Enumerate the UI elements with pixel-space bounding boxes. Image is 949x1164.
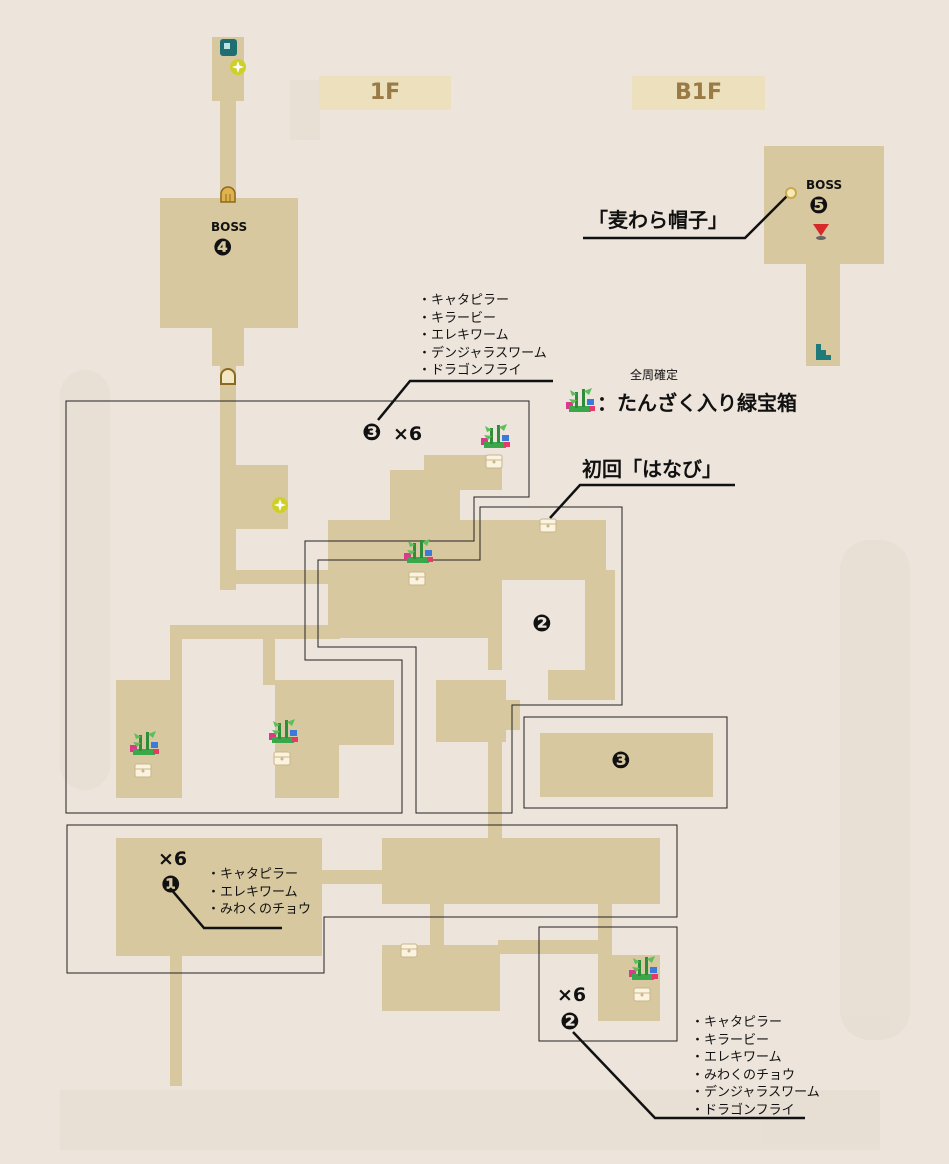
save-point-icon[interactable] — [220, 39, 237, 56]
marker-4: ❹ — [213, 235, 233, 261]
boss-label-4: BOSS — [211, 220, 248, 234]
monster-item: ・キャタピラー — [207, 867, 299, 882]
monster-item: ・エレキワーム — [418, 328, 509, 344]
monster-item: ・ドラゴンフライ — [691, 1102, 795, 1118]
door-icon[interactable] — [220, 186, 236, 203]
monster-item: ・みわくのチョウ — [207, 902, 312, 918]
legend-text: ：たんざく入り緑宝箱 — [597, 391, 797, 415]
legend-note: 全周確定 — [630, 368, 679, 382]
hanabi-callout: 初回「はなび」 — [582, 457, 722, 481]
treasure-chest-icon[interactable] — [485, 454, 503, 469]
multiplier-group3: ×6 — [393, 423, 423, 445]
treasure-chest-icon[interactable] — [633, 987, 651, 1002]
treasure-chest-icon[interactable] — [539, 518, 557, 533]
area-outlines — [65, 400, 728, 1042]
sparkle-icon[interactable] — [230, 59, 246, 75]
marker-5: ❺ — [809, 193, 829, 219]
monster-list-group2: ・キャタピラー ・キラービー ・エレキワーム ・みわくのチョウ ・デンジャラスワ… — [691, 1014, 820, 1120]
floor-b1f-plan — [764, 146, 884, 366]
monster-item: ・キャタピラー — [418, 293, 510, 308]
callout-lines — [169, 192, 805, 1120]
monster-list-group3: ・キャタピラー ・キラービー ・エレキワーム ・デンジャラスワーム ・ドラゴンフ… — [418, 292, 547, 380]
sparkle-icon[interactable] — [272, 497, 288, 513]
multiplier-group2: ×6 — [557, 984, 587, 1006]
monster-item: ・エレキワーム — [207, 884, 298, 900]
monster-item: ・キャタピラー — [691, 1015, 783, 1030]
monster-item: ・キラービー — [418, 310, 497, 326]
floor-tag-1f: 1F — [319, 76, 451, 110]
multiplier-group1: ×6 — [158, 848, 188, 870]
item-spot-icon[interactable] — [785, 187, 797, 199]
monster-list-group1: ・キャタピラー ・エレキワーム ・みわくのチョウ — [207, 866, 311, 919]
treasure-chest-icon[interactable] — [273, 751, 291, 766]
treasure-chest-icon[interactable] — [408, 571, 426, 586]
marker-3-group: ❸ — [362, 420, 382, 446]
monster-item: ・みわくのチョウ — [691, 1067, 796, 1083]
background-texture — [60, 80, 910, 1150]
monster-item: ・デンジャラスワーム — [691, 1085, 820, 1101]
monster-item: ・キラービー — [691, 1032, 770, 1048]
monster-item: ・ドラゴンフライ — [418, 363, 522, 379]
boss-label-5: BOSS — [806, 178, 843, 192]
legend-bamboo-chest-icon — [566, 388, 595, 412]
monster-item: ・デンジャラスワーム — [418, 345, 547, 361]
marker-2-center: ❷ — [532, 611, 552, 637]
straw-hat-callout: 「麦わら帽子」 — [588, 208, 728, 232]
treasure-chest-icon[interactable] — [134, 763, 152, 778]
monster-item: ・エレキワーム — [691, 1050, 782, 1066]
treasure-chest-icon[interactable] — [400, 943, 418, 958]
floor-tag-b1f: B1F — [632, 76, 765, 110]
tanzaku-bamboo-chest-icon[interactable] — [481, 424, 510, 448]
red-pin-icon[interactable] — [813, 224, 829, 240]
marker-2-group: ❷ — [560, 1009, 580, 1035]
marker-3-room: ❸ — [611, 748, 631, 774]
door-icon[interactable] — [220, 368, 236, 385]
stairs-icon[interactable] — [816, 344, 831, 360]
marker-1: ❶ — [161, 872, 181, 898]
